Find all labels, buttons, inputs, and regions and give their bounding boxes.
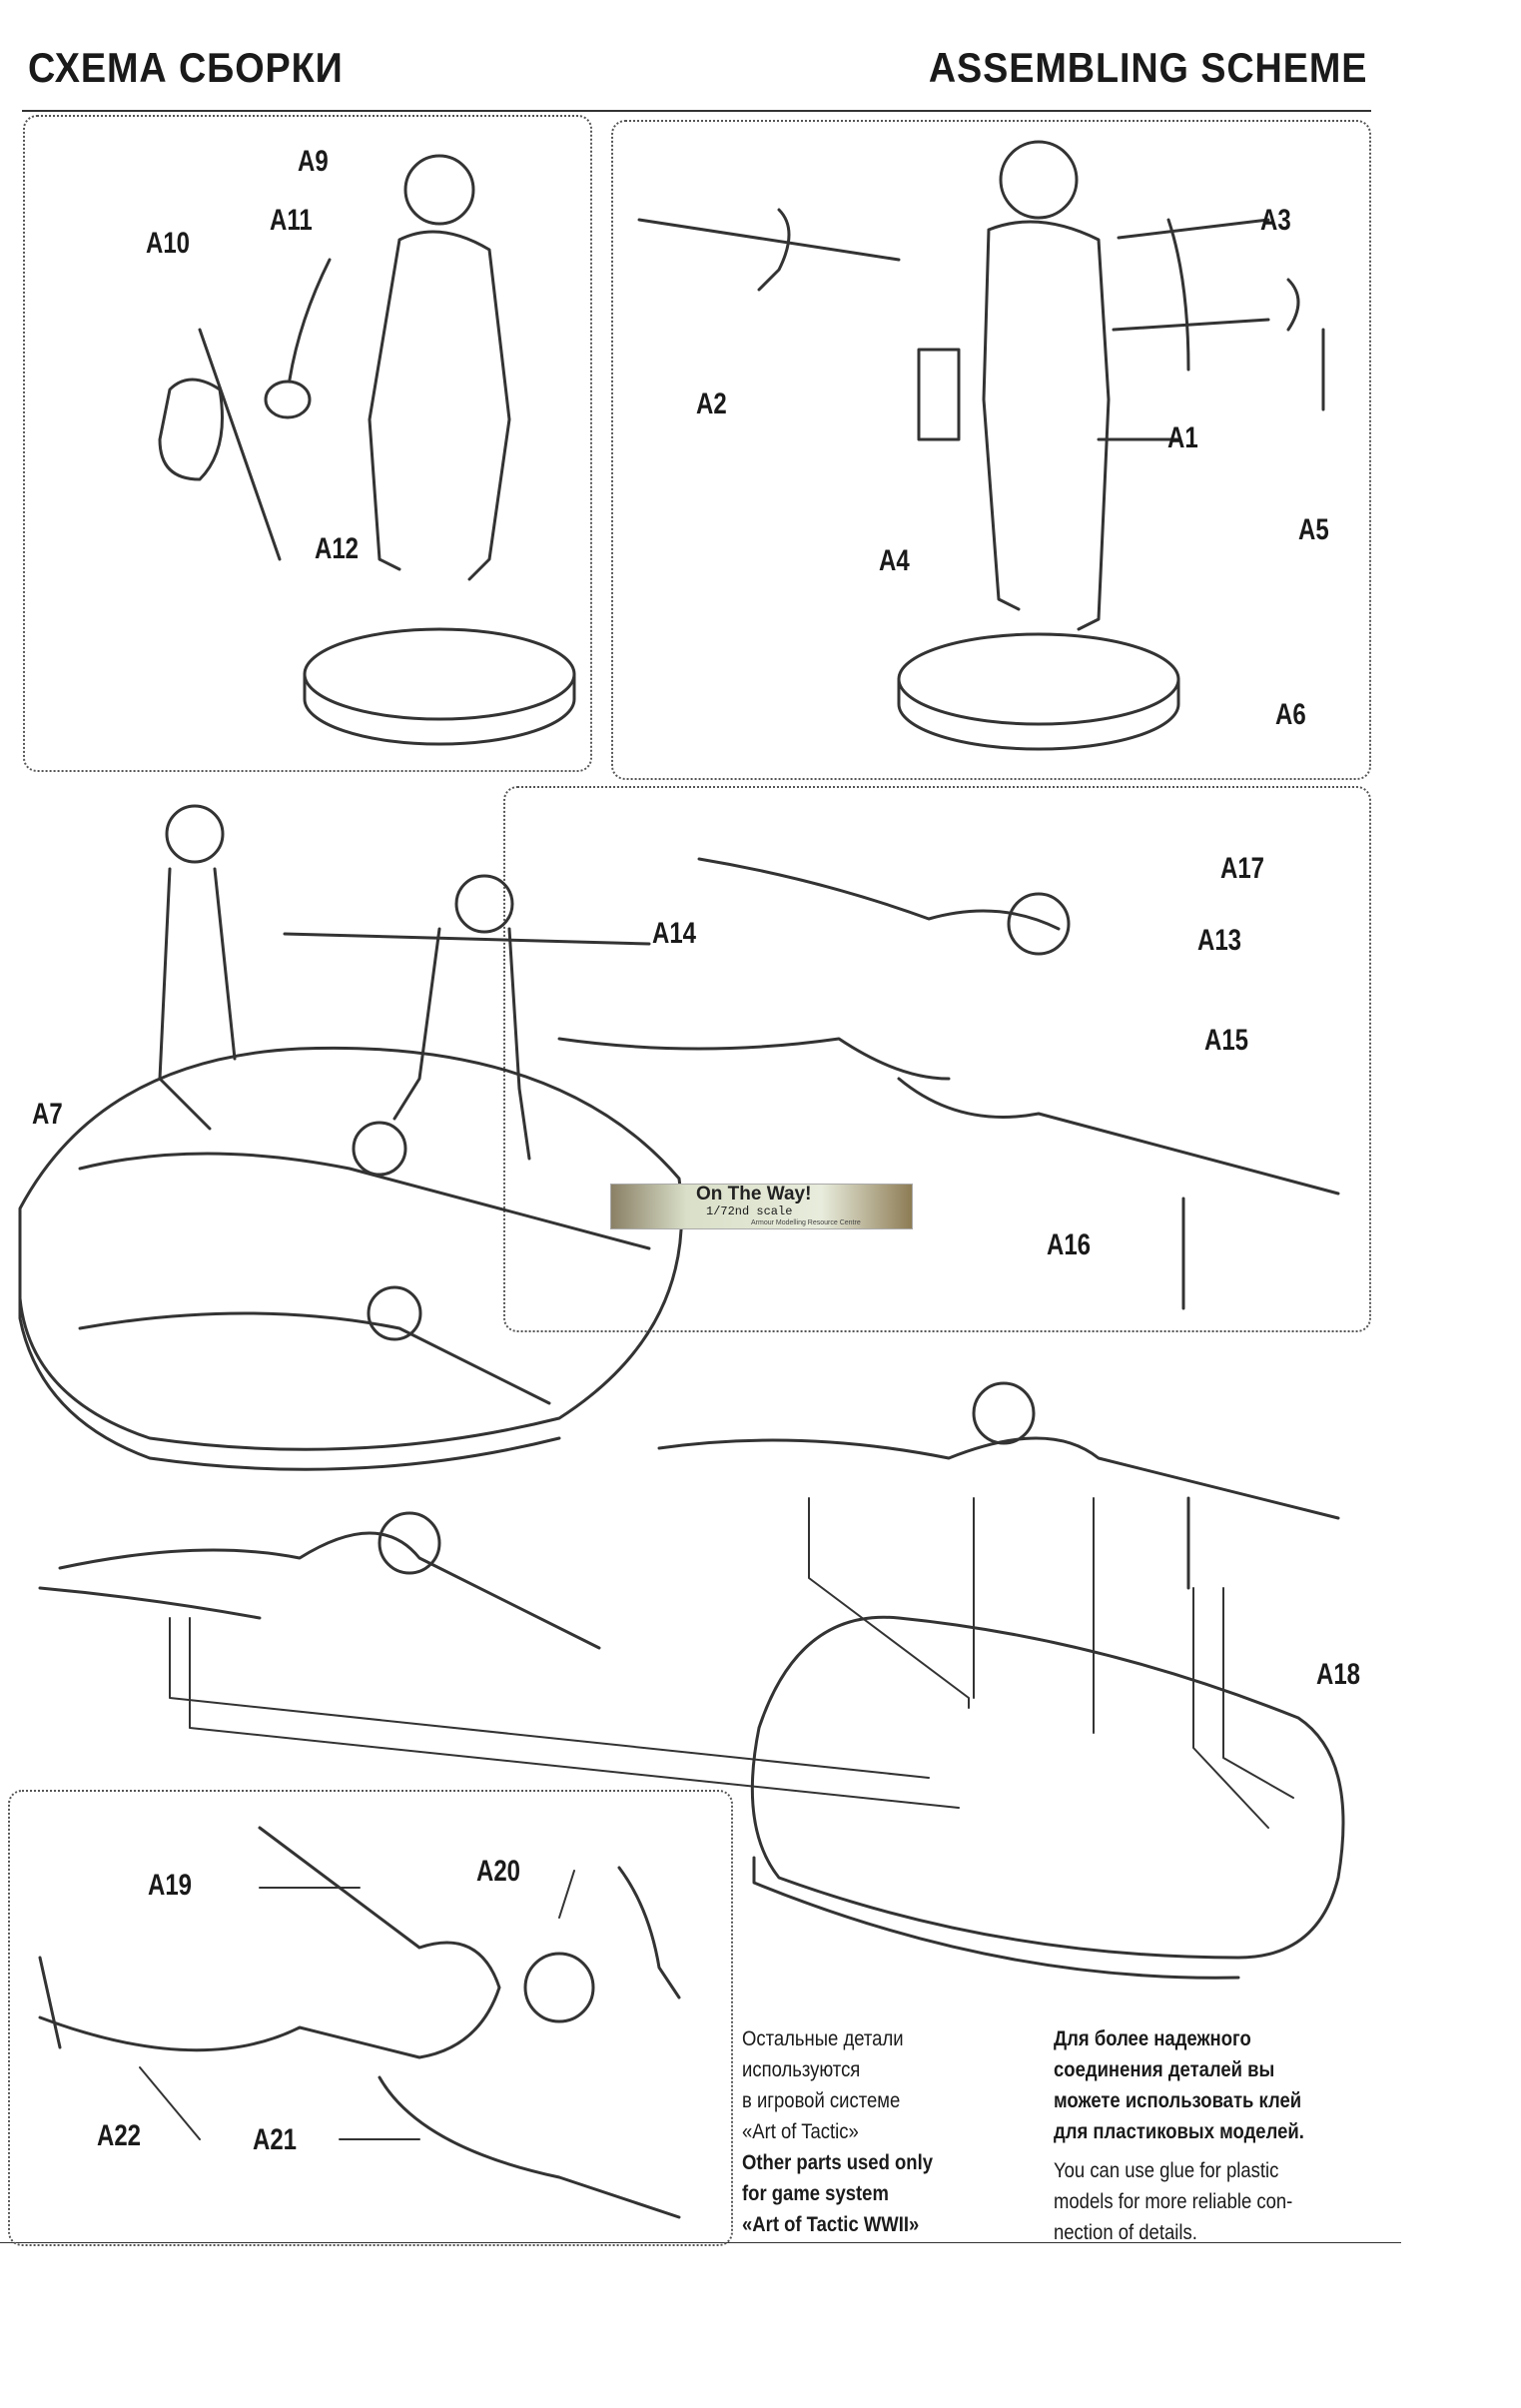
watermark-title: On The Way! bbox=[696, 1184, 812, 1204]
part-label-a15: A15 bbox=[1204, 1024, 1249, 1057]
watermark-subtitle: Armour Modelling Resource Centre bbox=[751, 1219, 861, 1226]
part-label-a11: A11 bbox=[270, 204, 313, 237]
part-label-a19: A19 bbox=[148, 1869, 193, 1902]
part-label-a3: A3 bbox=[1260, 204, 1291, 237]
title-en: ASSEMBLING SCHEME bbox=[928, 44, 1367, 91]
soldier-a1-head bbox=[999, 140, 1079, 220]
note-line: можете использовать клей bbox=[1054, 2089, 1302, 2112]
note-line: «Art of Tactic» bbox=[742, 2120, 859, 2143]
part-label-a6: A6 bbox=[1275, 698, 1306, 731]
header-rule bbox=[22, 110, 1371, 112]
footer-rule bbox=[0, 2242, 1401, 2243]
panel-prone-gunner bbox=[503, 786, 1371, 1332]
soldier-a9-head bbox=[403, 154, 475, 226]
base-a18 bbox=[750, 1615, 1345, 1960]
panel-rear-soldier bbox=[23, 115, 592, 772]
part-label-a18: A18 bbox=[1316, 1658, 1361, 1691]
part-label-a17: A17 bbox=[1220, 852, 1265, 885]
note-line: Для более надежного bbox=[1054, 2027, 1251, 2050]
part-label-a1: A1 bbox=[1167, 421, 1198, 454]
note-line: в игровой системе bbox=[742, 2089, 901, 2112]
note-glue: Для более надежного соединения деталей в… bbox=[1054, 2023, 1304, 2248]
panel-prone-rifleman bbox=[8, 1790, 733, 2246]
note-line: for game system bbox=[742, 2182, 889, 2205]
note-line: соединения деталей вы bbox=[1054, 2058, 1275, 2081]
note-line: nection of details. bbox=[1054, 2221, 1197, 2244]
part-label-a13: A13 bbox=[1197, 924, 1242, 957]
part-label-a20: A20 bbox=[476, 1855, 521, 1888]
part-label-a2: A2 bbox=[696, 388, 727, 420]
part-label-a5: A5 bbox=[1298, 513, 1329, 546]
note-line: You can use glue for plastic bbox=[1054, 2159, 1279, 2182]
part-label-a9: A9 bbox=[298, 145, 329, 178]
part-label-a10: A10 bbox=[146, 227, 191, 260]
part-label-a4: A4 bbox=[879, 544, 910, 577]
note-line: Остальные детали bbox=[742, 2027, 904, 2050]
title-ru: СХЕМА СБОРКИ bbox=[28, 44, 344, 91]
note-line: models for more reliable con- bbox=[1054, 2190, 1293, 2213]
panel-front-soldier bbox=[611, 120, 1371, 780]
base-a12 bbox=[303, 627, 576, 721]
part-label-a16: A16 bbox=[1047, 1228, 1092, 1261]
note-line: для пластиковых моделей. bbox=[1054, 2120, 1304, 2143]
base-a6 bbox=[897, 632, 1180, 726]
note-other-parts: Остальные детали используются в игровой … bbox=[742, 2023, 933, 2240]
part-label-a12: A12 bbox=[315, 532, 360, 565]
base-a7 bbox=[18, 1046, 683, 1451]
note-line: используются bbox=[742, 2058, 861, 2081]
part-label-a22: A22 bbox=[97, 2119, 142, 2152]
note-line: Other parts used only bbox=[742, 2151, 934, 2174]
part-label-a14: A14 bbox=[652, 917, 697, 950]
part-label-a21: A21 bbox=[253, 2123, 298, 2156]
watermark-logo: On The Way! 1/72nd scale Armour Modellin… bbox=[610, 1184, 913, 1229]
note-line: «Art of Tactic WWII» bbox=[742, 2213, 920, 2236]
watermark-scale: 1/72nd scale bbox=[706, 1204, 793, 1218]
part-label-a7: A7 bbox=[32, 1098, 63, 1131]
